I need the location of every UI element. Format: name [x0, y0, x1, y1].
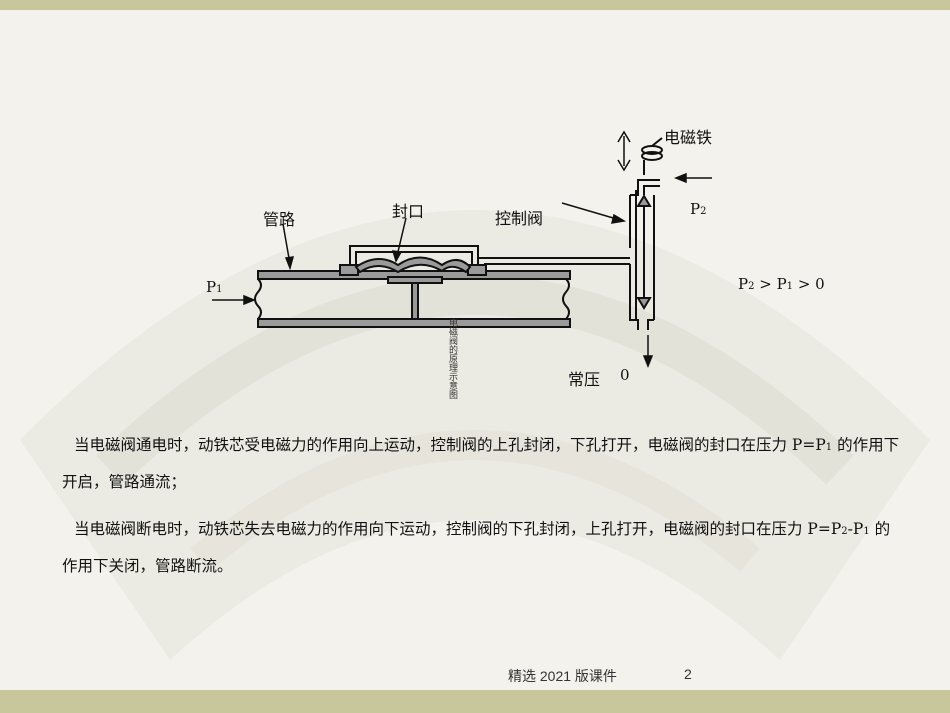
control-valve-bottom-port: [629, 310, 639, 330]
label-p1: P1: [206, 278, 223, 296]
label-normal-pressure-value: 0: [620, 366, 630, 384]
label-normal-pressure: 常压: [568, 370, 601, 389]
seal-pointer: [396, 217, 407, 257]
plunger-bottom-cone: [636, 297, 652, 310]
pipe-left-break: [254, 278, 262, 320]
paragraph-power-on: 当电磁阀通电时，动铁芯受电磁力的作用向上运动，控制阀的上孔封闭，下孔打开，电磁阀…: [62, 436, 900, 491]
control-valve-top-port-inner: [643, 185, 660, 195]
coil-loop-1: [641, 151, 663, 161]
footer-label: 精选 2021 版课件: [508, 668, 617, 684]
diagram-caption: 电磁阀的原理示意图: [447, 318, 457, 399]
paragraph-power-off: 当电磁阀断电时，动铁芯失去电磁力的作用向下运动，控制阀的下孔封闭，上孔打开，电磁…: [62, 520, 891, 575]
control-valve-pointer: [561, 202, 621, 221]
diaphragm: [354, 256, 472, 274]
plunger-top-cone: [636, 194, 652, 207]
top-bar: [0, 0, 950, 10]
control-valve-bottom-port-inner: [647, 319, 654, 330]
pipe-right-break: [562, 278, 570, 320]
coil-lead: [651, 137, 663, 147]
housing-inner: [355, 251, 473, 265]
bottom-bar: [0, 690, 950, 713]
label-electromagnet: 电磁铁: [664, 128, 713, 147]
housing-top: [349, 245, 479, 265]
support-stem: [411, 282, 419, 320]
label-seal: 封口: [392, 202, 425, 221]
page-number: 2: [684, 666, 692, 682]
label-pipe: 管路: [263, 210, 296, 229]
control-valve-top-port: [630, 179, 660, 196]
pressure-condition: P2 > P1 > 0: [738, 275, 825, 293]
label-control-valve: 控制阀: [495, 209, 544, 228]
pipe-lower-wall: [257, 318, 571, 328]
label-p2: P2: [690, 200, 707, 218]
